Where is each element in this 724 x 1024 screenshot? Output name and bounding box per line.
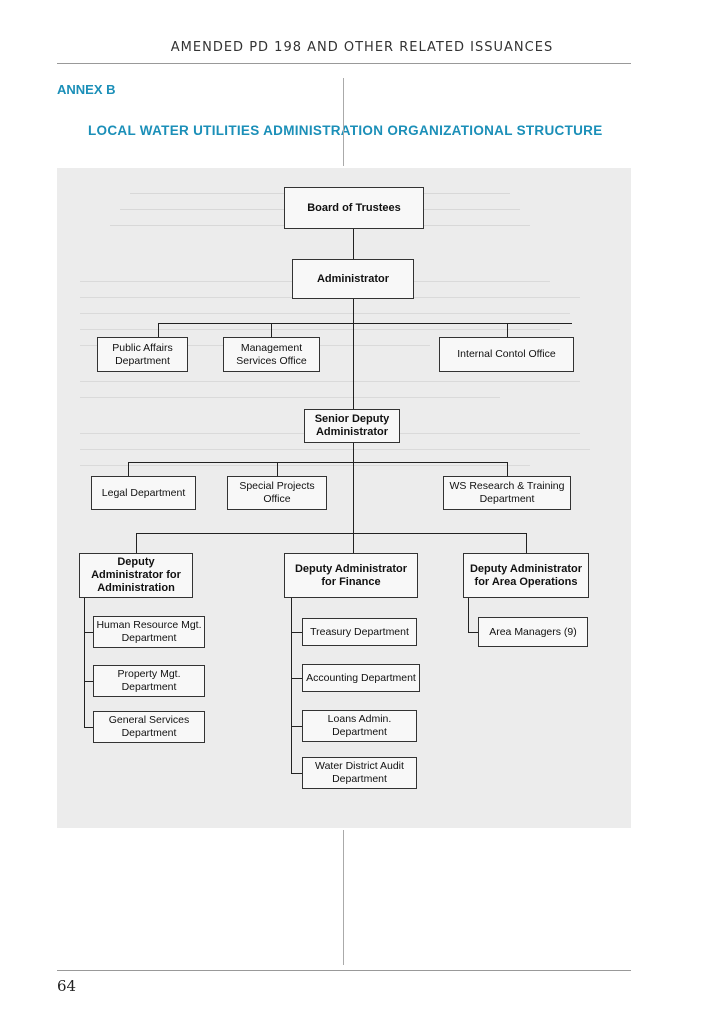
- connector: [526, 533, 527, 553]
- connector: [158, 323, 572, 324]
- da-finance-box: Deputy Administrator for Finance: [284, 553, 418, 598]
- connector: [507, 323, 508, 337]
- header-divider: [57, 63, 631, 64]
- annex-label: ANNEX B: [57, 82, 116, 97]
- board-of-trustees-box: Board of Trustees: [284, 187, 424, 229]
- connector: [84, 681, 93, 682]
- page-number: 64: [57, 977, 77, 995]
- connector: [291, 773, 302, 774]
- accounting-box: Accounting Department: [302, 664, 420, 692]
- legal-department-box: Legal Department: [91, 476, 196, 510]
- gutter-line-top: [343, 78, 344, 166]
- connector: [353, 229, 354, 259]
- management-services-box: Management Services Office: [223, 337, 320, 372]
- connector: [353, 443, 354, 553]
- ws-research-box: WS Research & Training Department: [443, 476, 571, 510]
- connector: [291, 598, 292, 774]
- connector: [291, 678, 302, 679]
- gutter-line-bottom: [343, 830, 344, 965]
- water-district-audit-box: Water District Audit Department: [302, 757, 417, 789]
- connector: [136, 533, 526, 534]
- running-header: AMENDED PD 198 AND OTHER RELATED ISSUANC…: [170, 40, 554, 55]
- area-managers-box: Area Managers (9): [478, 617, 588, 647]
- connector: [353, 299, 354, 409]
- connector: [84, 727, 93, 728]
- connector: [128, 462, 129, 476]
- connector: [136, 533, 137, 553]
- footer-divider: [57, 970, 631, 971]
- property-mgt-box: Property Mgt. Department: [93, 665, 205, 697]
- connector: [291, 632, 302, 633]
- connector: [291, 726, 302, 727]
- connector: [468, 632, 478, 633]
- internal-control-box: Internal Contol Office: [439, 337, 574, 372]
- connector: [507, 462, 508, 476]
- da-area-operations-box: Deputy Administrator for Area Operations: [463, 553, 589, 598]
- administrator-box: Administrator: [292, 259, 414, 299]
- treasury-box: Treasury Department: [302, 618, 417, 646]
- connector: [277, 462, 278, 476]
- senior-deputy-box: Senior Deputy Administrator: [304, 409, 400, 443]
- connector: [128, 462, 508, 463]
- connector: [84, 632, 93, 633]
- connector: [468, 598, 469, 632]
- special-projects-box: Special Projects Office: [227, 476, 327, 510]
- da-administration-box: Deputy Administrator for Administration: [79, 553, 193, 598]
- connector: [158, 323, 159, 337]
- general-services-box: General Services Department: [93, 711, 205, 743]
- loans-admin-box: Loans Admin. Department: [302, 710, 417, 742]
- human-resource-box: Human Resource Mgt. Department: [93, 616, 205, 648]
- public-affairs-box: Public Affairs Department: [97, 337, 188, 372]
- page-title: LOCAL WATER UTILITIES ADMINISTRATION ORG…: [88, 123, 603, 138]
- connector: [84, 598, 85, 728]
- connector: [271, 323, 272, 337]
